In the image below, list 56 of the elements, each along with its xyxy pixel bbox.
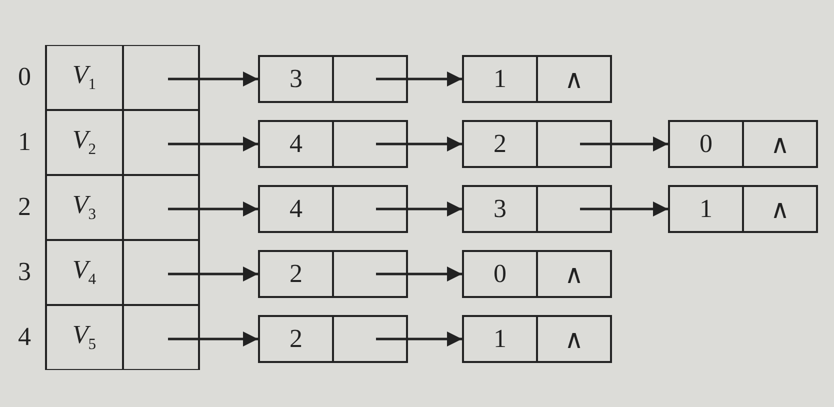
- list-node: [462, 250, 612, 298]
- vertex-label: V$_{1}$: [72, 60, 96, 95]
- arrow: [168, 332, 258, 346]
- vertex-row: [45, 175, 200, 240]
- vertex-row: [45, 305, 200, 370]
- row-index: 0: [18, 62, 31, 92]
- node-value: 0: [700, 129, 712, 159]
- list-node: [258, 250, 408, 298]
- node-value: 2: [494, 129, 506, 159]
- vertex-row: [45, 240, 200, 305]
- arrow: [376, 136, 462, 152]
- null-pointer-symbol: ∧: [564, 324, 584, 354]
- arrow: [376, 202, 462, 216]
- null-pointer-symbol: ∧: [564, 258, 584, 290]
- arrow: [376, 266, 462, 282]
- vertex-row: [45, 45, 200, 110]
- null-pointer-symbol: ∧: [564, 64, 584, 94]
- list-node: [668, 120, 818, 168]
- node-value: 3: [290, 64, 302, 94]
- node-value: 1: [494, 324, 506, 354]
- arrow: [580, 202, 668, 216]
- row-index: 3: [18, 256, 31, 286]
- node-value: 1: [700, 194, 712, 224]
- node-value: 4: [290, 129, 302, 159]
- vertex-row: [45, 110, 200, 175]
- list-node: [462, 315, 612, 363]
- node-value: 3: [494, 194, 506, 224]
- arrow: [168, 202, 258, 216]
- list-node: [258, 315, 408, 363]
- row-index: 1: [18, 126, 31, 156]
- vertex-label: V$_{5}$: [72, 320, 96, 355]
- vertex-label: V$_{4}$: [72, 255, 96, 290]
- vertex-label: V$_{3}$: [72, 190, 96, 225]
- arrow: [376, 332, 462, 346]
- arrow: [168, 266, 258, 282]
- list-node: [258, 185, 408, 233]
- row-index: 2: [18, 192, 31, 222]
- node-value: 1: [494, 64, 506, 94]
- vertex-label: V$_{2}$: [72, 125, 96, 160]
- node-value: 4: [290, 194, 302, 224]
- arrow: [580, 136, 668, 152]
- list-node: [258, 120, 408, 168]
- list-node: [462, 185, 612, 233]
- arrow: [168, 136, 258, 152]
- list-node: [462, 120, 612, 168]
- null-pointer-symbol: ∧: [770, 194, 790, 224]
- node-value: 2: [290, 324, 302, 354]
- list-node: [462, 55, 612, 103]
- arrow: [168, 72, 258, 86]
- node-value: 0: [494, 259, 506, 289]
- null-pointer-symbol: ∧: [770, 128, 790, 160]
- arrow: [376, 72, 462, 86]
- list-node: [258, 55, 408, 103]
- list-node: [668, 185, 818, 233]
- node-value: 2: [290, 259, 302, 289]
- row-index: 4: [18, 322, 31, 352]
